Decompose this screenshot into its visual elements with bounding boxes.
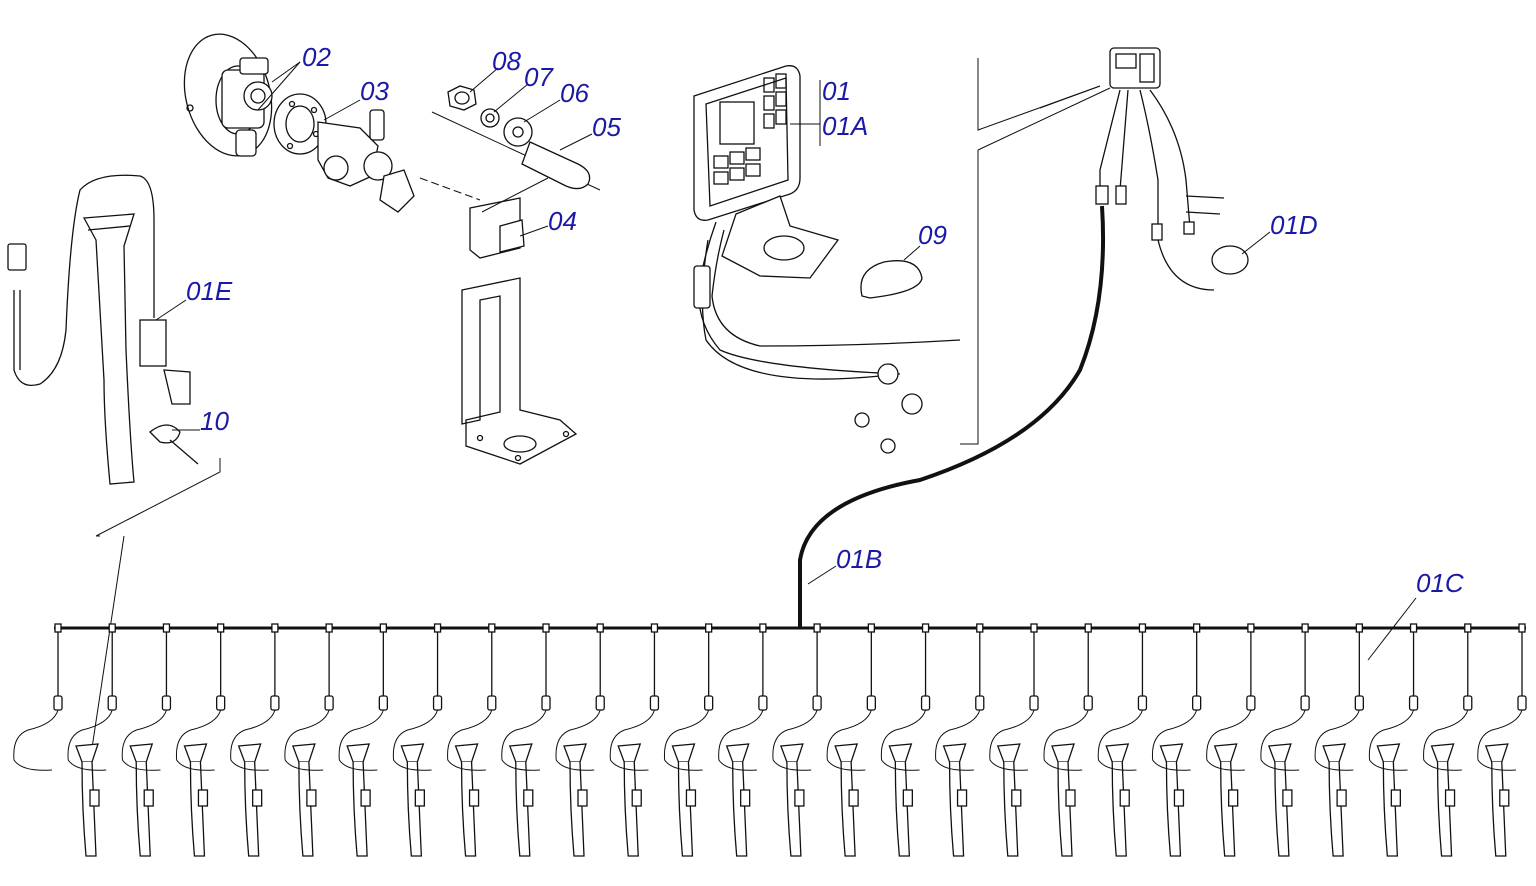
- row-unit: [718, 623, 805, 857]
- label-01a: 01A: [822, 111, 868, 141]
- row-unit: [1097, 623, 1185, 857]
- label-03: 03: [360, 76, 389, 106]
- label-01b: 01B: [836, 544, 882, 574]
- mount-bracket-assembly: [183, 33, 301, 157]
- row-unit: [935, 623, 1022, 857]
- label-08: 08: [492, 46, 521, 76]
- display-monitor: [693, 65, 961, 454]
- label-07: 07: [524, 62, 554, 92]
- row-unit: [1423, 623, 1510, 857]
- row-unit: [1260, 623, 1347, 857]
- label-01c: 01C: [1416, 568, 1464, 598]
- row-unit: [1043, 623, 1130, 857]
- label-04: 04: [548, 206, 577, 236]
- ball-mount-arm: [273, 93, 415, 213]
- label-05: 05: [592, 112, 621, 142]
- row-unit: [284, 623, 371, 857]
- row-unit: [1477, 623, 1527, 771]
- row-unit: [609, 623, 697, 857]
- row-unit: [338, 623, 425, 857]
- row-unit: [555, 623, 642, 857]
- row-unit: [989, 623, 1076, 857]
- row-unit: [772, 623, 859, 857]
- row-unit: [13, 623, 100, 857]
- controller-module: [960, 47, 1271, 445]
- row-unit: [663, 623, 751, 857]
- bus-cable-01c: [54, 597, 1526, 661]
- harness-01b: [798, 205, 1106, 628]
- seed-tube-sensor: [7, 174, 221, 749]
- row-unit: [1368, 623, 1456, 857]
- label-02: 02: [302, 42, 331, 72]
- row-unit: [1151, 623, 1239, 857]
- hardware-group: [431, 67, 601, 191]
- row-unit: [447, 623, 534, 857]
- row-unit: [880, 623, 968, 857]
- label-01: 01: [822, 76, 851, 106]
- row-unit: [121, 623, 209, 857]
- bracket-04: [419, 177, 578, 465]
- label-10: 10: [200, 406, 229, 436]
- row-unit: [67, 623, 154, 857]
- cable-tie-09: [860, 245, 923, 299]
- row-unit: [1206, 623, 1293, 857]
- row-unit: [175, 623, 263, 857]
- row-unit: [826, 623, 913, 857]
- label-09: 09: [918, 220, 947, 250]
- label-06: 06: [560, 78, 589, 108]
- row-unit: [501, 623, 588, 857]
- row-unit: [392, 623, 480, 857]
- row-units: [13, 623, 1527, 857]
- label-01d: 01D: [1270, 210, 1318, 240]
- row-unit: [230, 623, 317, 857]
- row-unit: [1314, 623, 1401, 857]
- label-01e: 01E: [186, 276, 233, 306]
